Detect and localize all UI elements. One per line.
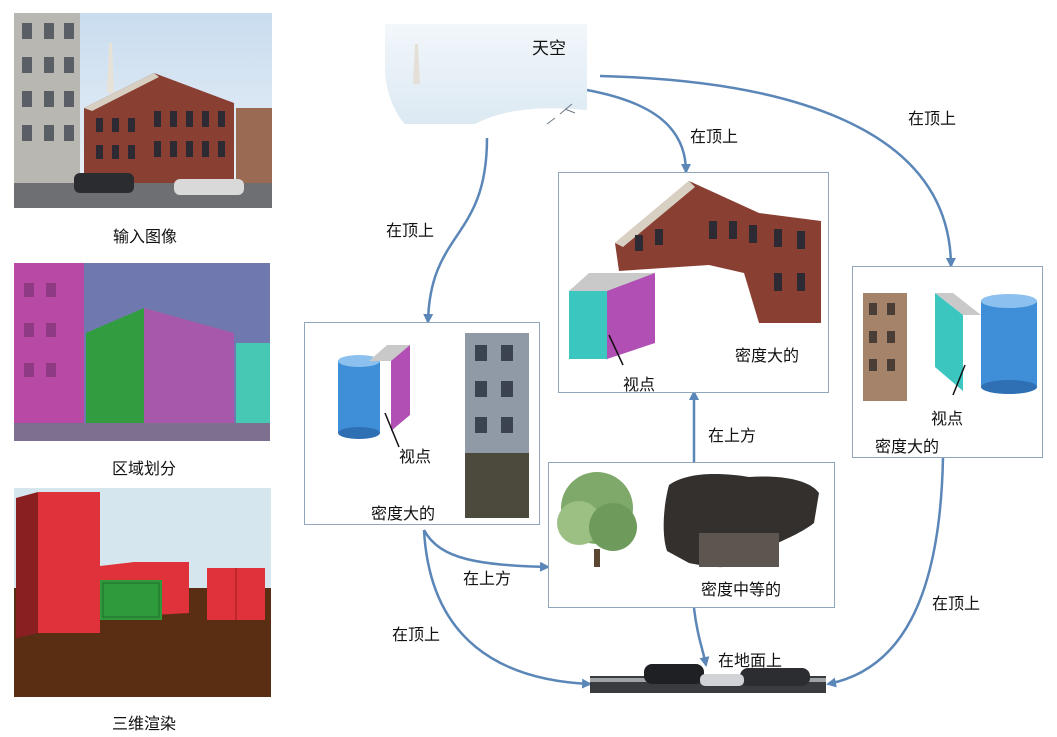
- segmentation-caption: 区域划分: [112, 459, 177, 478]
- viewpoint-label-left: 视点: [399, 447, 432, 466]
- arrow-left-box-to-ground: [422, 529, 592, 689]
- dense-region-box-left: 视点 密度大的: [304, 322, 540, 525]
- render-caption: 三维渲染: [112, 714, 177, 733]
- dense-region-box-center: 视点 密度大的: [558, 172, 829, 394]
- ground-region: [590, 660, 826, 693]
- arrow-sky-to-center-box: [586, 88, 691, 174]
- ground-label: 在地面上: [718, 651, 783, 670]
- dense-label-left: 密度大的: [371, 504, 436, 523]
- edge-label-medium-center: 在上方: [708, 426, 757, 445]
- edge-label-left-medium: 在上方: [463, 569, 512, 588]
- edge-label-right-ground: 在顶上: [932, 594, 981, 613]
- dense-label-center: 密度大的: [735, 346, 800, 365]
- input-image: [14, 13, 272, 208]
- arrow-left-box-to-medium-box: [422, 529, 550, 572]
- arrow-medium-to-ground: [692, 607, 710, 667]
- edge-label-sky-left: 在顶上: [386, 221, 435, 240]
- viewpoint-label-center: 视点: [623, 375, 656, 394]
- arrow-right-box-to-ground: [826, 457, 945, 688]
- edge-label-sky-right: 在顶上: [908, 109, 957, 128]
- sky-region: 天空: [375, 14, 597, 138]
- arrow-sky-to-left-box: [423, 137, 489, 324]
- edge-label-sky-center: 在顶上: [690, 127, 739, 146]
- edge-label-left-ground: 在顶上: [392, 625, 441, 644]
- sky-label: 天空: [532, 39, 566, 59]
- medium-density-label: 密度中等的: [701, 580, 782, 599]
- viewpoint-label-right: 视点: [931, 409, 964, 428]
- dense-region-box-right: 视点 密度大的: [852, 266, 1043, 458]
- segmentation-image: [14, 263, 270, 441]
- medium-density-box: 密度中等的: [548, 462, 835, 608]
- render-image: [14, 488, 271, 697]
- dense-label-right: 密度大的: [875, 437, 940, 456]
- input-image-caption: 输入图像: [113, 227, 178, 246]
- arrow-sky-to-right-box: [599, 74, 956, 268]
